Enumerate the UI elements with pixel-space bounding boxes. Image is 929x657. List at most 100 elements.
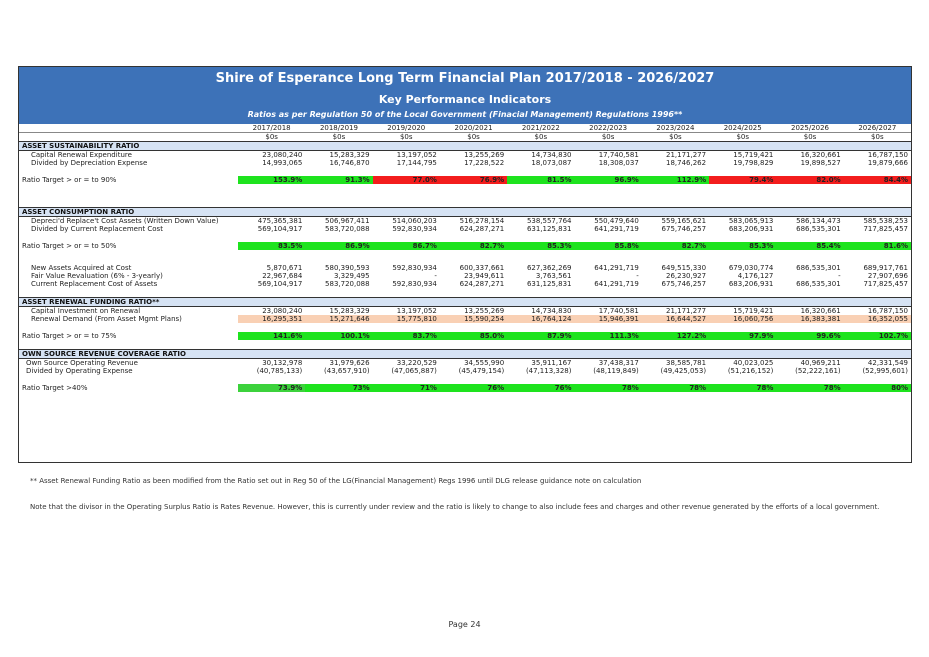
value-cell: 475,365,381 bbox=[257, 217, 303, 225]
value-cell: 14,734,830 bbox=[531, 151, 572, 159]
value-cell: - bbox=[838, 272, 841, 280]
title-banner: Shire of Esperance Long Term Financial P… bbox=[19, 67, 911, 124]
value-cell: 79.4% bbox=[709, 176, 777, 184]
value-cell: 85.3% bbox=[709, 242, 777, 250]
value-cell: 31,979,626 bbox=[329, 359, 370, 367]
value-cell: 675,746,257 bbox=[661, 280, 707, 288]
value-cell: (43,657,910) bbox=[324, 367, 370, 375]
year-header: 2026/2027 bbox=[843, 124, 911, 133]
value-cell: 71% bbox=[372, 384, 440, 392]
unit-row: $0s$0s$0s$0s$0s$0s$0s$0s$0s$0s bbox=[19, 132, 911, 142]
value-cell: 16,352,055 bbox=[843, 315, 911, 323]
page-number: Page 24 bbox=[448, 620, 481, 629]
value-cell: 641,291,719 bbox=[594, 280, 639, 288]
value-cell: 14,734,830 bbox=[531, 307, 572, 315]
row-label: Ratio Target > or = to 90% bbox=[22, 176, 117, 184]
value-cell: 82.0% bbox=[776, 176, 844, 184]
value-cell: 538,557,764 bbox=[526, 217, 572, 225]
value-cell: 627,362,269 bbox=[526, 264, 572, 272]
row-label: Fair Value Revaluation (6% - 3-yearly) bbox=[31, 272, 163, 280]
value-cell: 3,329,495 bbox=[333, 272, 370, 280]
section-heading: OWN SOURCE REVENUE COVERAGE RATIO bbox=[19, 349, 911, 359]
section-heading: ASSET SUSTAINABILITY RATIO bbox=[19, 141, 911, 151]
year-header: 2017/2018 bbox=[238, 124, 306, 133]
value-cell: (51,216,152) bbox=[727, 367, 774, 375]
spacer-row bbox=[19, 167, 911, 176]
value-cell: 580,390,593 bbox=[325, 264, 370, 272]
value-cell: 624,287,271 bbox=[459, 280, 505, 288]
value-cell: - bbox=[636, 272, 639, 280]
data-row: Fair Value Revaluation (6% - 3-yearly)22… bbox=[19, 272, 911, 280]
value-cell: 631,125,831 bbox=[526, 225, 572, 233]
value-cell: 81.5% bbox=[507, 176, 575, 184]
value-cell: 23,080,240 bbox=[262, 151, 303, 159]
value-cell: (48,119,849) bbox=[593, 367, 639, 375]
data-row: Divided by Operating Expense(40,785,133)… bbox=[19, 367, 911, 375]
value-cell: 583,720,088 bbox=[325, 225, 370, 233]
value-cell: 18,073,087 bbox=[531, 159, 572, 167]
unit-label: $0s bbox=[507, 132, 575, 142]
year-header: 2021/2022 bbox=[507, 124, 575, 133]
section-asset-renewal: ASSET RENEWAL FUNDING RATIO** bbox=[19, 297, 911, 307]
value-cell: 40,023,025 bbox=[733, 359, 774, 367]
value-cell: 112.9% bbox=[641, 176, 710, 184]
value-cell: 86.7% bbox=[372, 242, 440, 250]
unit-label: $0s bbox=[776, 132, 844, 142]
value-cell: 102.7% bbox=[843, 332, 911, 340]
unit-label: $0s bbox=[641, 132, 710, 142]
value-cell: 679,030,774 bbox=[728, 264, 774, 272]
value-cell: 5,870,671 bbox=[266, 264, 303, 272]
value-cell: 15,719,421 bbox=[733, 307, 774, 315]
value-cell: 686,535,301 bbox=[796, 280, 841, 288]
value-cell: (45,479,154) bbox=[458, 367, 505, 375]
value-cell: 583,720,088 bbox=[325, 280, 370, 288]
section-asset-consumption: ASSET CONSUMPTION RATIO bbox=[19, 207, 911, 217]
regulation-caption: Ratios as per Regulation 50 of the Local… bbox=[247, 110, 683, 119]
ratio-row: Ratio Target >40%73.9%73%71%76%76%78%78%… bbox=[19, 384, 911, 392]
value-cell: 586,134,473 bbox=[796, 217, 841, 225]
unit-label: $0s bbox=[372, 132, 440, 142]
value-cell: 26,230,927 bbox=[665, 272, 707, 280]
row-label: Capital Renewal Expenditure bbox=[31, 151, 132, 159]
value-cell: (47,065,887) bbox=[391, 367, 437, 375]
year-header: 2025/2026 bbox=[776, 124, 844, 133]
value-cell: 689,917,761 bbox=[863, 264, 908, 272]
value-cell: 141.6% bbox=[238, 332, 306, 340]
value-cell: 13,197,052 bbox=[396, 151, 437, 159]
header-blank bbox=[19, 124, 238, 133]
value-cell: 686,535,301 bbox=[796, 264, 841, 272]
value-cell: 80% bbox=[843, 384, 911, 392]
value-cell: 14,993,065 bbox=[262, 159, 303, 167]
value-cell: 550,479,640 bbox=[594, 217, 639, 225]
value-cell: - bbox=[434, 272, 437, 280]
value-cell: 85.3% bbox=[507, 242, 575, 250]
value-cell: (52,222,161) bbox=[795, 367, 841, 375]
value-cell: 17,144,795 bbox=[396, 159, 437, 167]
value-cell: 78% bbox=[641, 384, 710, 392]
value-cell: 85.8% bbox=[574, 242, 642, 250]
value-cell: 19,798,829 bbox=[733, 159, 774, 167]
value-cell: 85.0% bbox=[439, 332, 508, 340]
value-cell: 76% bbox=[439, 384, 508, 392]
spacer-row bbox=[19, 323, 911, 332]
value-cell: 641,291,719 bbox=[594, 264, 639, 272]
footnotes: ** Asset Renewal Funding Ratio as been m… bbox=[30, 477, 879, 529]
value-cell: 559,165,621 bbox=[661, 217, 707, 225]
value-cell: 97.9% bbox=[709, 332, 777, 340]
row-label: Divided by Current Replacement Cost bbox=[31, 225, 163, 233]
value-cell: 38,585,781 bbox=[665, 359, 707, 367]
value-cell: 569,104,917 bbox=[257, 280, 303, 288]
unit-label: $0s bbox=[439, 132, 508, 142]
value-cell: 717,825,457 bbox=[863, 280, 908, 288]
value-cell: 592,830,934 bbox=[392, 225, 437, 233]
value-cell: 15,283,329 bbox=[329, 307, 370, 315]
row-label: Ratio Target > or = to 50% bbox=[22, 242, 117, 250]
year-header: 2019/2020 bbox=[372, 124, 440, 133]
value-cell: 17,740,581 bbox=[598, 307, 639, 315]
data-row: Renewal Demand (From Asset Mgmt Plans)16… bbox=[19, 315, 911, 323]
value-cell: 15,271,646 bbox=[305, 315, 373, 323]
spacer-row bbox=[19, 288, 911, 298]
